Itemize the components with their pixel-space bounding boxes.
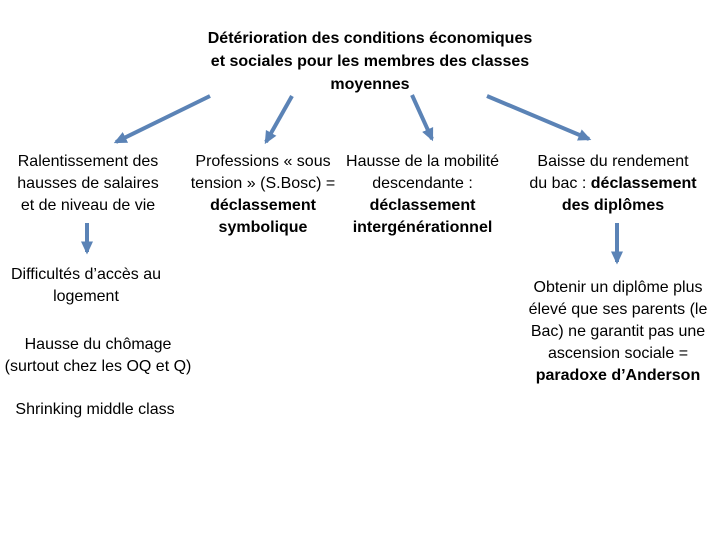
text-line: Baisse du rendement bbox=[537, 153, 689, 170]
cause-diploma: Baisse du rendement du bac : déclassemen… bbox=[520, 151, 706, 217]
text-line: Hausse du chômage bbox=[24, 336, 172, 353]
arrow-title-to-professions bbox=[264, 95, 294, 145]
arrow-title-to-wages bbox=[113, 94, 211, 144]
title-line: moyennes bbox=[330, 76, 410, 93]
text-line: Hausse de la mobilité bbox=[346, 153, 499, 170]
slide-title: Détérioration des conditions économiques… bbox=[170, 27, 570, 96]
cause-wages: Ralentissement des hausses de salaires e… bbox=[8, 151, 168, 217]
text-line: élevé que ses parents (le bbox=[528, 301, 708, 318]
text-line: déclassement bbox=[369, 197, 476, 214]
effect-shrinking: Shrinking middle class bbox=[2, 399, 188, 421]
text-line: ascension sociale = bbox=[547, 345, 689, 362]
text-line: logement bbox=[53, 288, 119, 305]
text-line: symbolique bbox=[218, 219, 308, 236]
title-line: Détérioration des conditions économiques bbox=[207, 30, 533, 47]
text-line: hausses de salaires bbox=[17, 175, 159, 192]
arrow-title-to-diploma bbox=[486, 94, 592, 141]
cause-professions: Professions « sous tension » (S.Bosc) = … bbox=[182, 151, 344, 239]
arrow-title-to-mobility bbox=[410, 94, 434, 142]
cause-mobility: Hausse de la mobilité descendante : décl… bbox=[340, 151, 505, 239]
text-line: Bac) ne garantit pas une bbox=[530, 323, 706, 340]
text-line: Professions « sous bbox=[195, 153, 331, 170]
text-line: intergénérationnel bbox=[352, 219, 493, 236]
text-line: et de niveau de vie bbox=[20, 197, 156, 214]
effect-housing: Difficultés d’accès au logement bbox=[0, 264, 172, 308]
text-line: paradoxe d’Anderson bbox=[535, 367, 701, 384]
text-line: Shrinking middle class bbox=[15, 401, 175, 418]
text-line: Difficultés d’accès au bbox=[11, 266, 161, 283]
text-line: des diplômes bbox=[561, 197, 665, 214]
text-line: (surtout chez les OQ et Q) bbox=[4, 358, 192, 375]
text-line: descendante : bbox=[372, 175, 473, 192]
text-line: du bac : déclassement bbox=[529, 175, 697, 192]
title-line: et sociales pour les membres des classes bbox=[210, 53, 530, 70]
text-line: déclassement bbox=[210, 197, 316, 214]
effect-unemployment: Hausse du chômage (surtout chez les OQ e… bbox=[0, 334, 196, 378]
text-line: Obtenir un diplôme plus bbox=[533, 279, 703, 296]
effect-anderson: Obtenir un diplôme plus élevé que ses pa… bbox=[520, 277, 716, 387]
text-line: Ralentissement des bbox=[17, 153, 159, 170]
text-line: tension » (S.Bosc) = bbox=[190, 175, 336, 192]
